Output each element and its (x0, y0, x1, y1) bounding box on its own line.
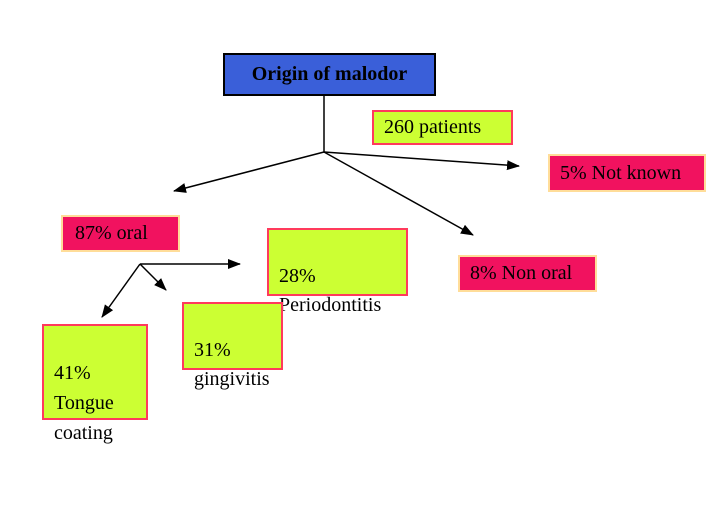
node-non-oral-label: 8% Non oral (470, 262, 573, 284)
node-260-patients: 260 patients (372, 110, 513, 145)
node-oral: 87% oral (61, 215, 180, 252)
node-tongue-coating: 41% Tongue coating (42, 324, 148, 444)
node-patients-label: 260 patients (384, 116, 482, 138)
node-gingivitis-label: 31% gingivitis (194, 339, 270, 390)
arrow-oral-to-tongue-coating (101, 263, 141, 318)
arrow-origin-to-not-known (323, 151, 520, 171)
arrow-origin-to-non-oral (323, 151, 474, 236)
arrow-origin-to-oral (173, 151, 325, 193)
node-not-known: 5% Not known (548, 154, 706, 192)
node-periodontitis: 28% Periodontitis (267, 228, 408, 316)
arrow-oral-to-gingivitis (139, 263, 167, 291)
node-tongue-coating-label: 41% Tongue coating (54, 362, 114, 444)
node-gingivitis: 31% gingivitis (182, 302, 283, 390)
node-not-known-label: 5% Not known (560, 161, 682, 184)
node-origin-label: Origin of malodor (251, 63, 408, 85)
node-origin-of-malodor: Origin of malodor (223, 53, 436, 96)
node-oral-label: 87% oral (75, 222, 148, 244)
node-periodontitis-label: 28% Periodontitis (279, 265, 382, 316)
node-non-oral: 8% Non oral (458, 255, 597, 292)
